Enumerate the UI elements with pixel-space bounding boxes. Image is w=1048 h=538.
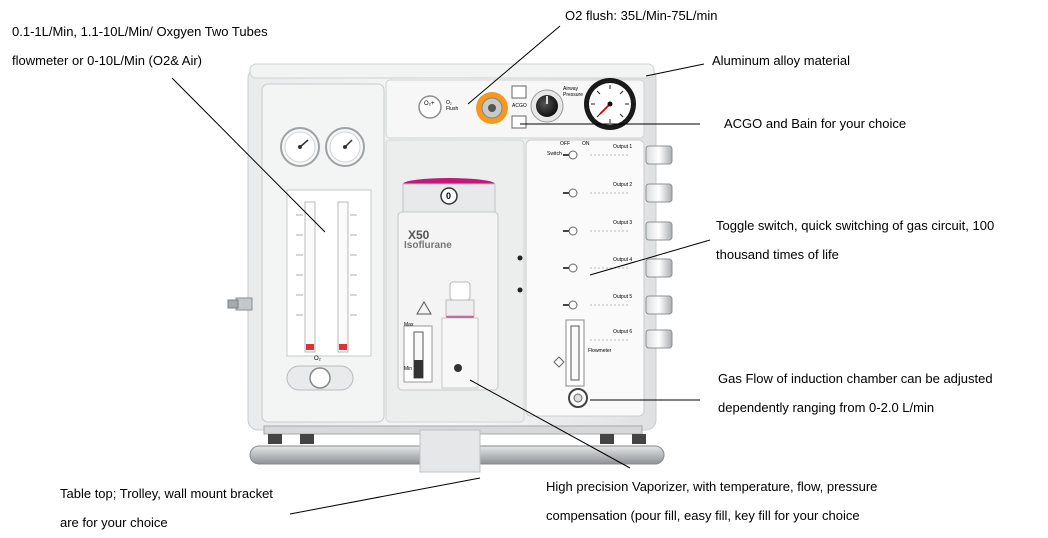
toggle-switches [563, 150, 578, 310]
vaporizer-brand: X50 [408, 228, 430, 242]
vaporizer-min-label: Min [404, 366, 413, 372]
airway-pressure-gauge-icon [584, 78, 636, 130]
vaporizer-icon [397, 178, 499, 391]
acgo-label: ACGO [512, 103, 527, 109]
output-label: Output 3 [613, 220, 633, 226]
annotation-gasflow-line1: Gas Flow of induction chamber can be adj… [718, 371, 993, 386]
o2-flow-knob-icon [309, 367, 331, 389]
switch-on-label: ON [582, 141, 590, 147]
flow-tube-right [337, 201, 349, 353]
vaporizer-max-label: Max [404, 322, 414, 328]
switch-off-label: OFF [560, 141, 570, 147]
annotation-table-line1: Table top; Trolley, wall mount bracket [60, 486, 273, 501]
annotation-flowmeter-line2: flowmeter or 0-10L/Min (O2& Air) [12, 53, 203, 68]
side-gas-port-icon [227, 297, 253, 311]
airway-pressure-label: Airway Pressure [563, 86, 584, 98]
o2-gauge-right-icon [325, 127, 365, 167]
annotation-o2-flush: O2 flush: 35L/Min-75L/min [565, 8, 718, 23]
annotation-aluminum: Aluminum alloy material [712, 53, 850, 68]
output-label: Output 6 [613, 329, 633, 335]
annotation-toggle-line1: Toggle switch, quick switching of gas ci… [716, 218, 995, 233]
output-label: Output 4 [613, 257, 633, 263]
annotation-table-line2: are for your choice [60, 515, 168, 530]
output-label: Output 2 [613, 182, 633, 188]
annotation-vaporizer-line2: compensation (pour fill, easy fill, key … [546, 508, 860, 523]
o2-tube-label: O₂ [314, 356, 321, 362]
vaporizer-dial: 0 [446, 191, 452, 201]
flow-tube-left [304, 201, 316, 353]
annotation-toggle-line2: thousand times of life [716, 247, 839, 262]
vaporizer-agent: Isoflurane [404, 240, 452, 251]
o2-flush-button [418, 95, 442, 119]
annotation-gasflow-line2: dependently ranging from 0-2.0 L/min [718, 400, 935, 415]
o2-gauge-left-icon [280, 127, 320, 167]
annotation-acgo: ACGO and Bain for your choice [724, 116, 907, 131]
annotation-flowmeter-line1: 0.1-1L/Min, 1.1-10L/Min/ Oxgyen Two Tube… [12, 24, 268, 39]
flush-button-label: O₂+ [424, 101, 435, 107]
flush-caption: O₂ Flush [446, 100, 459, 112]
annotation-vaporizer-line1: High precision Vaporizer, with temperatu… [546, 479, 878, 494]
induction-flowmeter-label: Flowmeter [588, 348, 612, 354]
output-label: Output 1 [613, 144, 633, 150]
output-label: Output 5 [613, 294, 633, 300]
switch-label: Switch [547, 151, 562, 157]
